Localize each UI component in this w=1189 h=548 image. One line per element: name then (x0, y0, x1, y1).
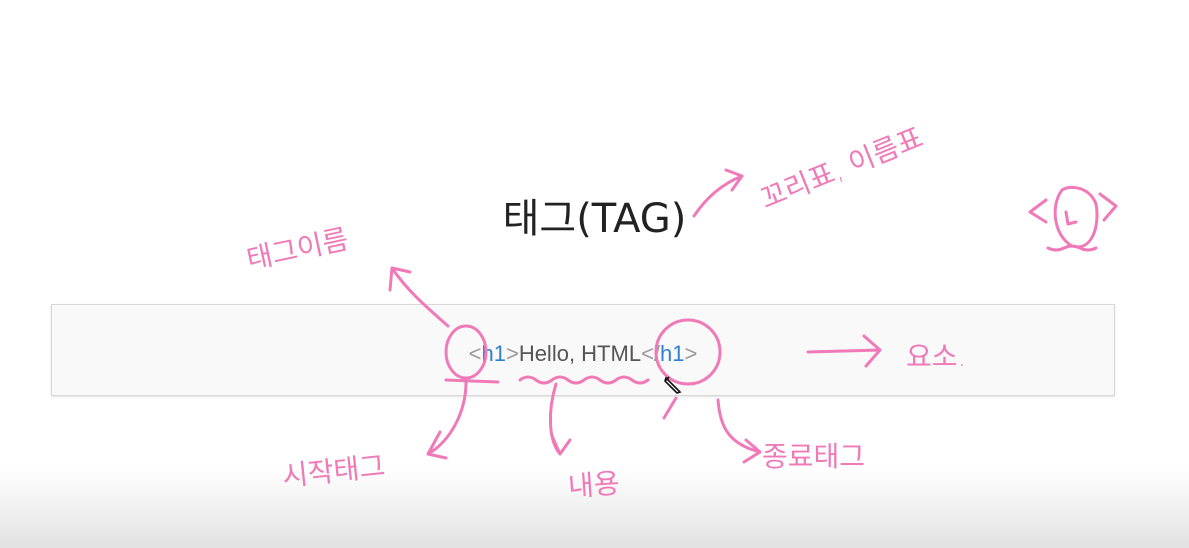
code-line: <h1>Hello, HTML</h1> (52, 341, 1114, 367)
pen-cursor-icon (664, 376, 682, 394)
open-tag-name: h1 (481, 341, 506, 366)
code-example-box: <h1>Hello, HTML</h1> (51, 304, 1115, 396)
element-content: Hello, HTML (518, 341, 642, 366)
open-tag-right-bracket: > (505, 341, 519, 366)
close-tag-right-bracket: > (684, 341, 698, 366)
close-tag-tick (662, 396, 678, 420)
end-tag-arrow (716, 398, 762, 464)
close-tag-name: h1 (660, 341, 685, 366)
slide-title: 태그(TAG) (502, 196, 687, 242)
open-tag-left-bracket: < (468, 341, 482, 366)
bottom-fade (0, 468, 1189, 548)
close-tag-left-bracket: </ (641, 341, 661, 366)
